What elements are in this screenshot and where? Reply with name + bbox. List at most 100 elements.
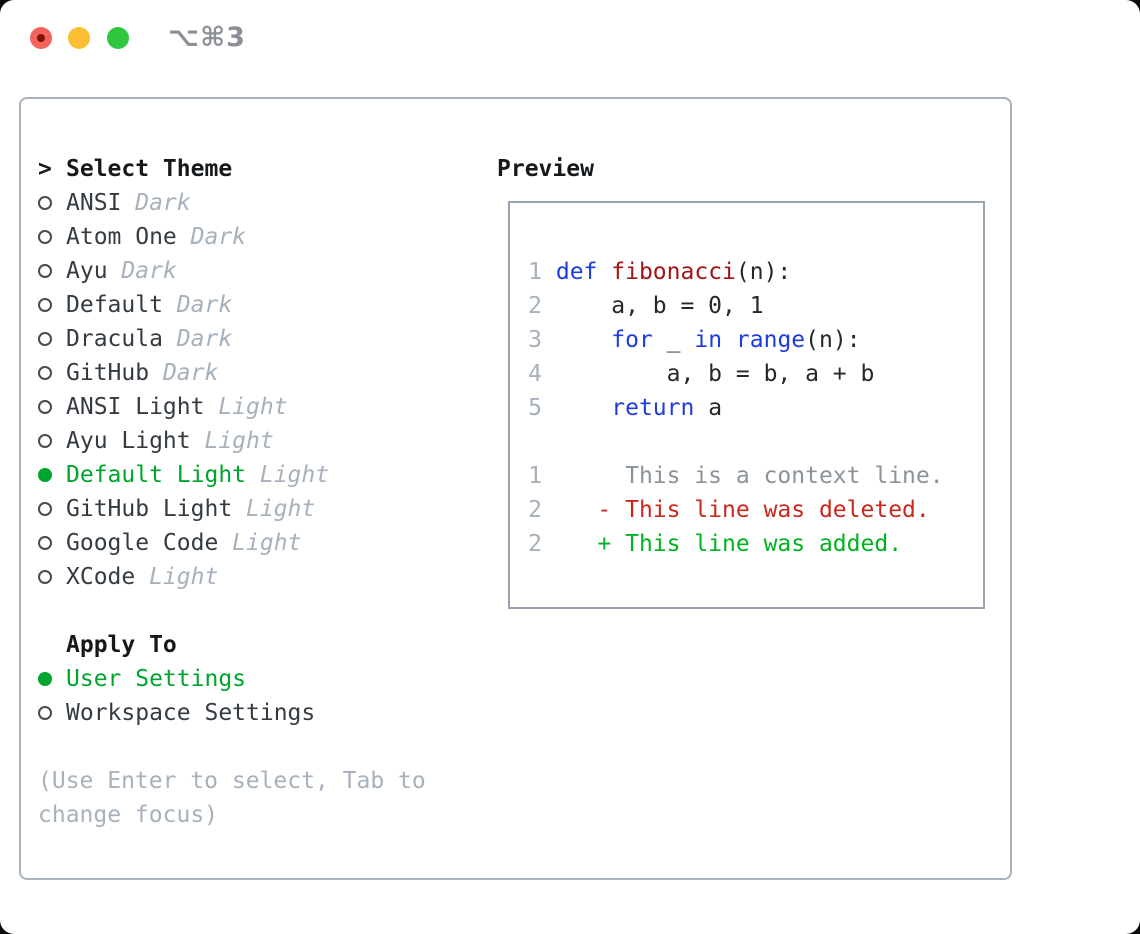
theme-name: ANSI bbox=[66, 190, 122, 216]
theme-name: Google Code bbox=[66, 530, 219, 556]
line-number: 1 bbox=[528, 259, 542, 285]
code-token: return bbox=[611, 395, 695, 421]
row-prefix bbox=[38, 570, 66, 584]
preview-line-8: 2 - This line was deleted. bbox=[528, 493, 983, 527]
apply-option-user-settings[interactable]: User Settings bbox=[38, 662, 426, 696]
code-token: a bbox=[694, 395, 723, 421]
row-prefix bbox=[38, 502, 66, 516]
theme-option-google-code[interactable]: Google Code Light bbox=[38, 526, 426, 560]
row-prefix bbox=[38, 536, 66, 550]
line-gap bbox=[542, 255, 556, 289]
row-prefix bbox=[38, 230, 66, 244]
apply-option-workspace-settings[interactable]: Workspace Settings bbox=[38, 696, 426, 730]
theme-option-ayu[interactable]: Ayu Dark bbox=[38, 254, 426, 288]
line-gap bbox=[542, 459, 556, 493]
radio-unselected-icon bbox=[38, 264, 52, 278]
preview-line-7: 1 This is a context line. bbox=[528, 459, 983, 493]
code-token: _ bbox=[652, 327, 695, 353]
row-prefix bbox=[38, 468, 66, 482]
line-number: 2 bbox=[528, 531, 542, 557]
code-token bbox=[556, 391, 611, 425]
radio-selected-icon bbox=[38, 672, 52, 686]
theme-variant-badge: Dark bbox=[121, 190, 191, 216]
code-token: (n): bbox=[735, 259, 792, 285]
radio-unselected-icon bbox=[38, 502, 52, 516]
theme-name: Default bbox=[66, 292, 163, 318]
theme-option-ayu-light[interactable]: Ayu Light Light bbox=[38, 424, 426, 458]
theme-option-dracula[interactable]: Dracula Dark bbox=[38, 322, 426, 356]
theme-option-github-light[interactable]: GitHub Light Light bbox=[38, 492, 426, 526]
theme-variant-badge: Dark bbox=[162, 326, 233, 352]
theme-option-default-light[interactable]: Default Light Light bbox=[38, 458, 426, 492]
line-number: 3 bbox=[528, 327, 542, 353]
theme-option-ansi-light[interactable]: ANSI Light Light bbox=[38, 390, 426, 424]
close-button-dot-icon bbox=[37, 34, 45, 42]
line-number: 2 bbox=[528, 497, 542, 523]
preview-line-3: 3 for _ in range(n): bbox=[528, 323, 983, 357]
hint-line-2: change focus) bbox=[38, 798, 426, 832]
theme-variant-badge: Dark bbox=[162, 292, 233, 318]
theme-option-ansi[interactable]: ANSI Dark bbox=[38, 186, 426, 220]
code-token: for bbox=[611, 327, 653, 353]
radio-unselected-icon bbox=[38, 536, 52, 550]
preview-line-6 bbox=[528, 425, 983, 459]
theme-option-atom-one[interactable]: Atom One Dark bbox=[38, 220, 426, 254]
apply-to-header: Apply To bbox=[38, 628, 426, 662]
theme-name: Ayu bbox=[66, 258, 108, 284]
line-number: 1 bbox=[528, 463, 542, 489]
radio-unselected-icon bbox=[38, 298, 52, 312]
radio-selected-icon bbox=[38, 468, 52, 482]
code-token: range bbox=[735, 327, 806, 353]
row-prefix: > bbox=[38, 152, 66, 186]
code-token: def bbox=[555, 259, 598, 285]
theme-variant-badge: Dark bbox=[149, 360, 219, 386]
line-gap bbox=[542, 289, 556, 323]
zoom-button[interactable] bbox=[107, 27, 129, 49]
row-prefix bbox=[38, 332, 66, 346]
row-prefix bbox=[38, 400, 66, 414]
theme-variant-badge: Light bbox=[232, 496, 316, 522]
line-number: 2 bbox=[528, 293, 542, 319]
theme-option-github[interactable]: GitHub Dark bbox=[38, 356, 426, 390]
code-token bbox=[556, 323, 611, 357]
row-prefix bbox=[38, 264, 66, 278]
line-number: 5 bbox=[528, 395, 542, 421]
theme-name: GitHub Light bbox=[66, 496, 233, 522]
theme-variant-badge: Light bbox=[204, 394, 288, 420]
radio-unselected-icon bbox=[38, 366, 52, 380]
theme-variant-badge: Light bbox=[190, 428, 274, 454]
row-prefix bbox=[38, 366, 66, 380]
line-number bbox=[528, 425, 542, 459]
apply-option-label: User Settings bbox=[66, 666, 247, 692]
code-token: This is a context line. bbox=[555, 463, 944, 489]
line-gap bbox=[542, 493, 556, 527]
close-button[interactable] bbox=[30, 27, 52, 49]
row-prefix bbox=[38, 434, 66, 448]
theme-name: ANSI Light bbox=[66, 394, 205, 420]
line-number: 4 bbox=[528, 361, 542, 387]
hint-line-1: (Use Enter to select, Tab to bbox=[38, 764, 426, 798]
radio-unselected-icon bbox=[38, 400, 52, 414]
preview-line-2: 2 a, b = 0, 1 bbox=[528, 289, 983, 323]
theme-variant-badge: Light bbox=[246, 462, 330, 488]
theme-option-xcode[interactable]: XCode Light bbox=[38, 560, 426, 594]
radio-unselected-icon bbox=[38, 434, 52, 448]
radio-unselected-icon bbox=[38, 230, 52, 244]
minimize-button[interactable] bbox=[68, 27, 90, 49]
apply-to-header-label: Apply To bbox=[66, 632, 177, 658]
preview-title: Preview bbox=[497, 156, 594, 182]
line-gap bbox=[542, 391, 556, 425]
row-prefix bbox=[38, 298, 66, 312]
theme-name: Atom One bbox=[66, 224, 177, 250]
row-prefix bbox=[38, 706, 66, 720]
code-token: a, b = b, a + b bbox=[555, 361, 875, 387]
code-token: fibonacci bbox=[611, 259, 736, 285]
theme-list-header-label: Select Theme bbox=[66, 156, 233, 182]
cursor-icon: > bbox=[38, 156, 52, 182]
theme-option-default[interactable]: Default Dark bbox=[38, 288, 426, 322]
radio-unselected-icon bbox=[38, 196, 52, 210]
line-gap bbox=[542, 323, 556, 357]
code-token: (n): bbox=[805, 327, 861, 353]
